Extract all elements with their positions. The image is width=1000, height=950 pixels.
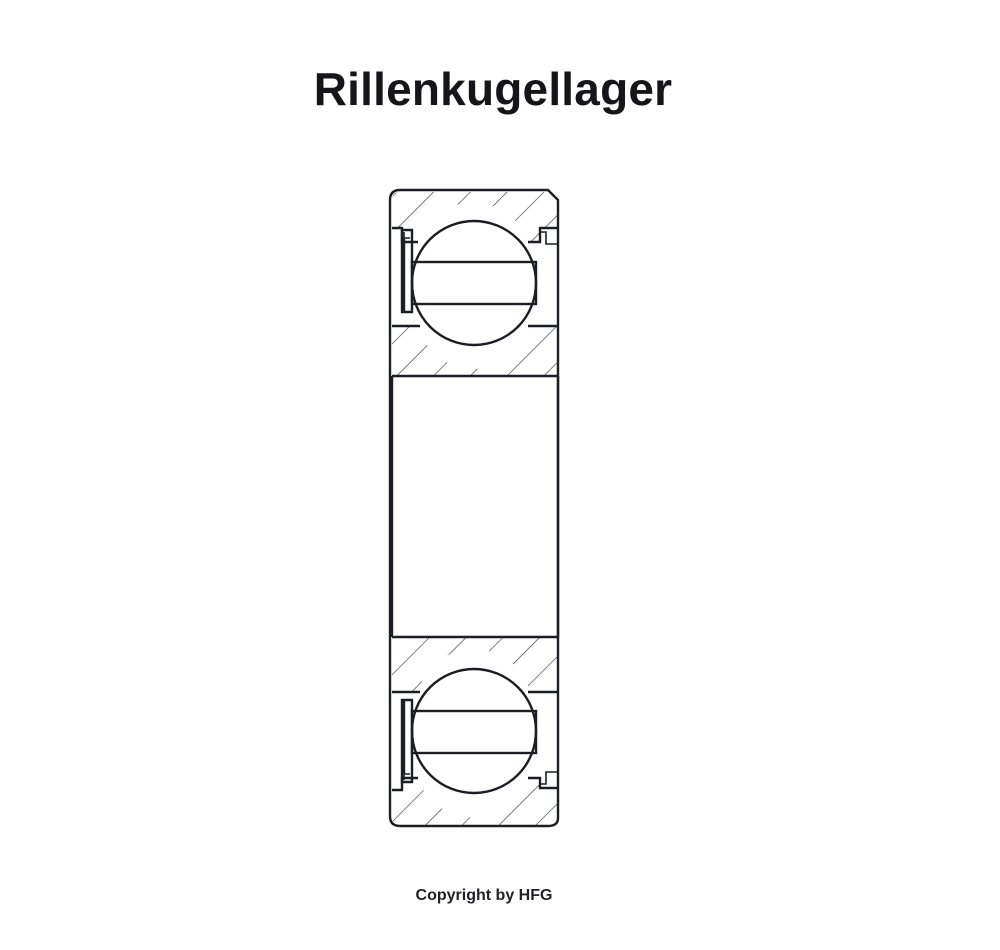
inner-ring-bottom [392,635,558,694]
diagram-title: Rillenkugellager [313,63,673,115]
bore [390,376,560,637]
inner-ring-top [392,324,558,378]
ball-bottom [410,667,538,795]
ball-top [410,219,538,347]
seal-top [400,228,414,314]
outer-ring-bottom [392,771,558,825]
bearing-outline [388,188,560,828]
seal-bottom [400,698,414,784]
copyright-text: Copyright by HFG [415,887,553,904]
outer-ring-top [392,192,558,245]
